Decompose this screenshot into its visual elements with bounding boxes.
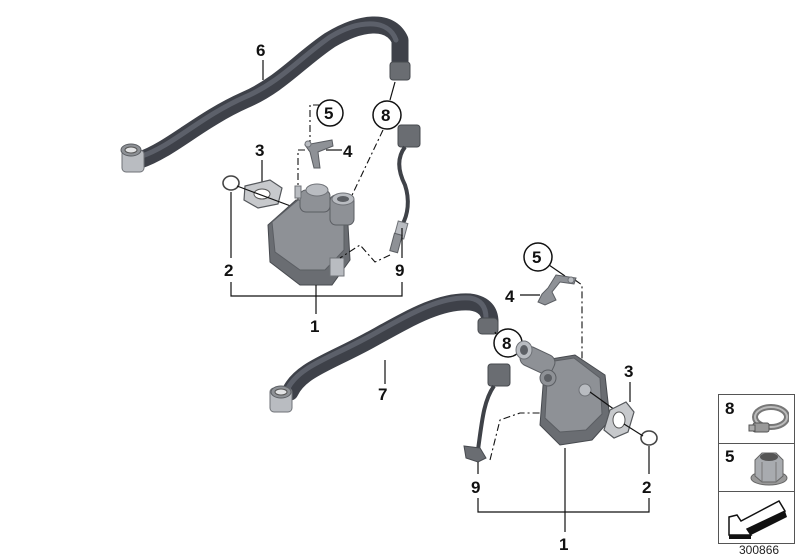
callout-5-upper[interactable]: 5: [324, 104, 333, 123]
oring-2-upper[interactable]: [222, 175, 240, 191]
sensor-cable-9-upper[interactable]: [389, 124, 421, 254]
callout-4-lower[interactable]: 4: [505, 287, 515, 306]
hose-end-fitting-icon: [269, 385, 293, 413]
lower-assembly: 7 8 5 4 1: [269, 242, 658, 554]
callout-9-lower[interactable]: 9: [471, 478, 480, 497]
callout-2-lower[interactable]: 2: [642, 478, 651, 497]
callout-3-lower[interactable]: 3: [624, 362, 633, 381]
hose-clamp-icon: [748, 404, 789, 433]
callout-5-lower[interactable]: 5: [532, 248, 541, 267]
arrow-down-left-icon: [728, 500, 787, 539]
callout-3-upper[interactable]: 3: [255, 141, 264, 160]
callout-2-upper[interactable]: 2: [224, 261, 233, 280]
callout-6-upper[interactable]: 6: [256, 41, 265, 60]
legend-label-5: 5: [725, 447, 735, 466]
hose-end-fitting-icon: [120, 143, 145, 173]
legend-label-8: 8: [725, 399, 735, 418]
hose-6[interactable]: [120, 16, 411, 173]
hose-7[interactable]: [269, 293, 499, 413]
callout-1-lower[interactable]: 1: [559, 535, 568, 554]
parts-legend: 8 5: [718, 394, 795, 544]
oring-2-lower[interactable]: [640, 430, 658, 446]
bracket-4-lower[interactable]: [537, 274, 577, 306]
callout-8-upper[interactable]: 8: [381, 106, 390, 125]
sensor-cable-9-lower[interactable]: [463, 363, 511, 463]
legend-item-hex-nut[interactable]: 5: [719, 443, 794, 492]
bracket-4-upper[interactable]: [304, 139, 334, 169]
callout-7-lower[interactable]: 7: [378, 385, 387, 404]
hex-nut-icon: [750, 452, 788, 486]
upper-assembly: 6 8 5 4 3 2: [120, 16, 421, 336]
callout-4-upper[interactable]: 4: [343, 142, 353, 161]
callout-1-upper[interactable]: 1: [310, 317, 319, 336]
callout-9-upper[interactable]: 9: [395, 261, 404, 280]
legend-item-direction-arrow[interactable]: [719, 491, 794, 543]
pump-assembly-1-lower[interactable]: [515, 340, 611, 446]
pump-assembly-1-upper[interactable]: [267, 183, 355, 286]
diagram-reference-number: 300866: [739, 543, 780, 557]
legend-item-hose-clamp[interactable]: 8: [719, 395, 794, 444]
callout-8-lower[interactable]: 8: [502, 334, 511, 353]
